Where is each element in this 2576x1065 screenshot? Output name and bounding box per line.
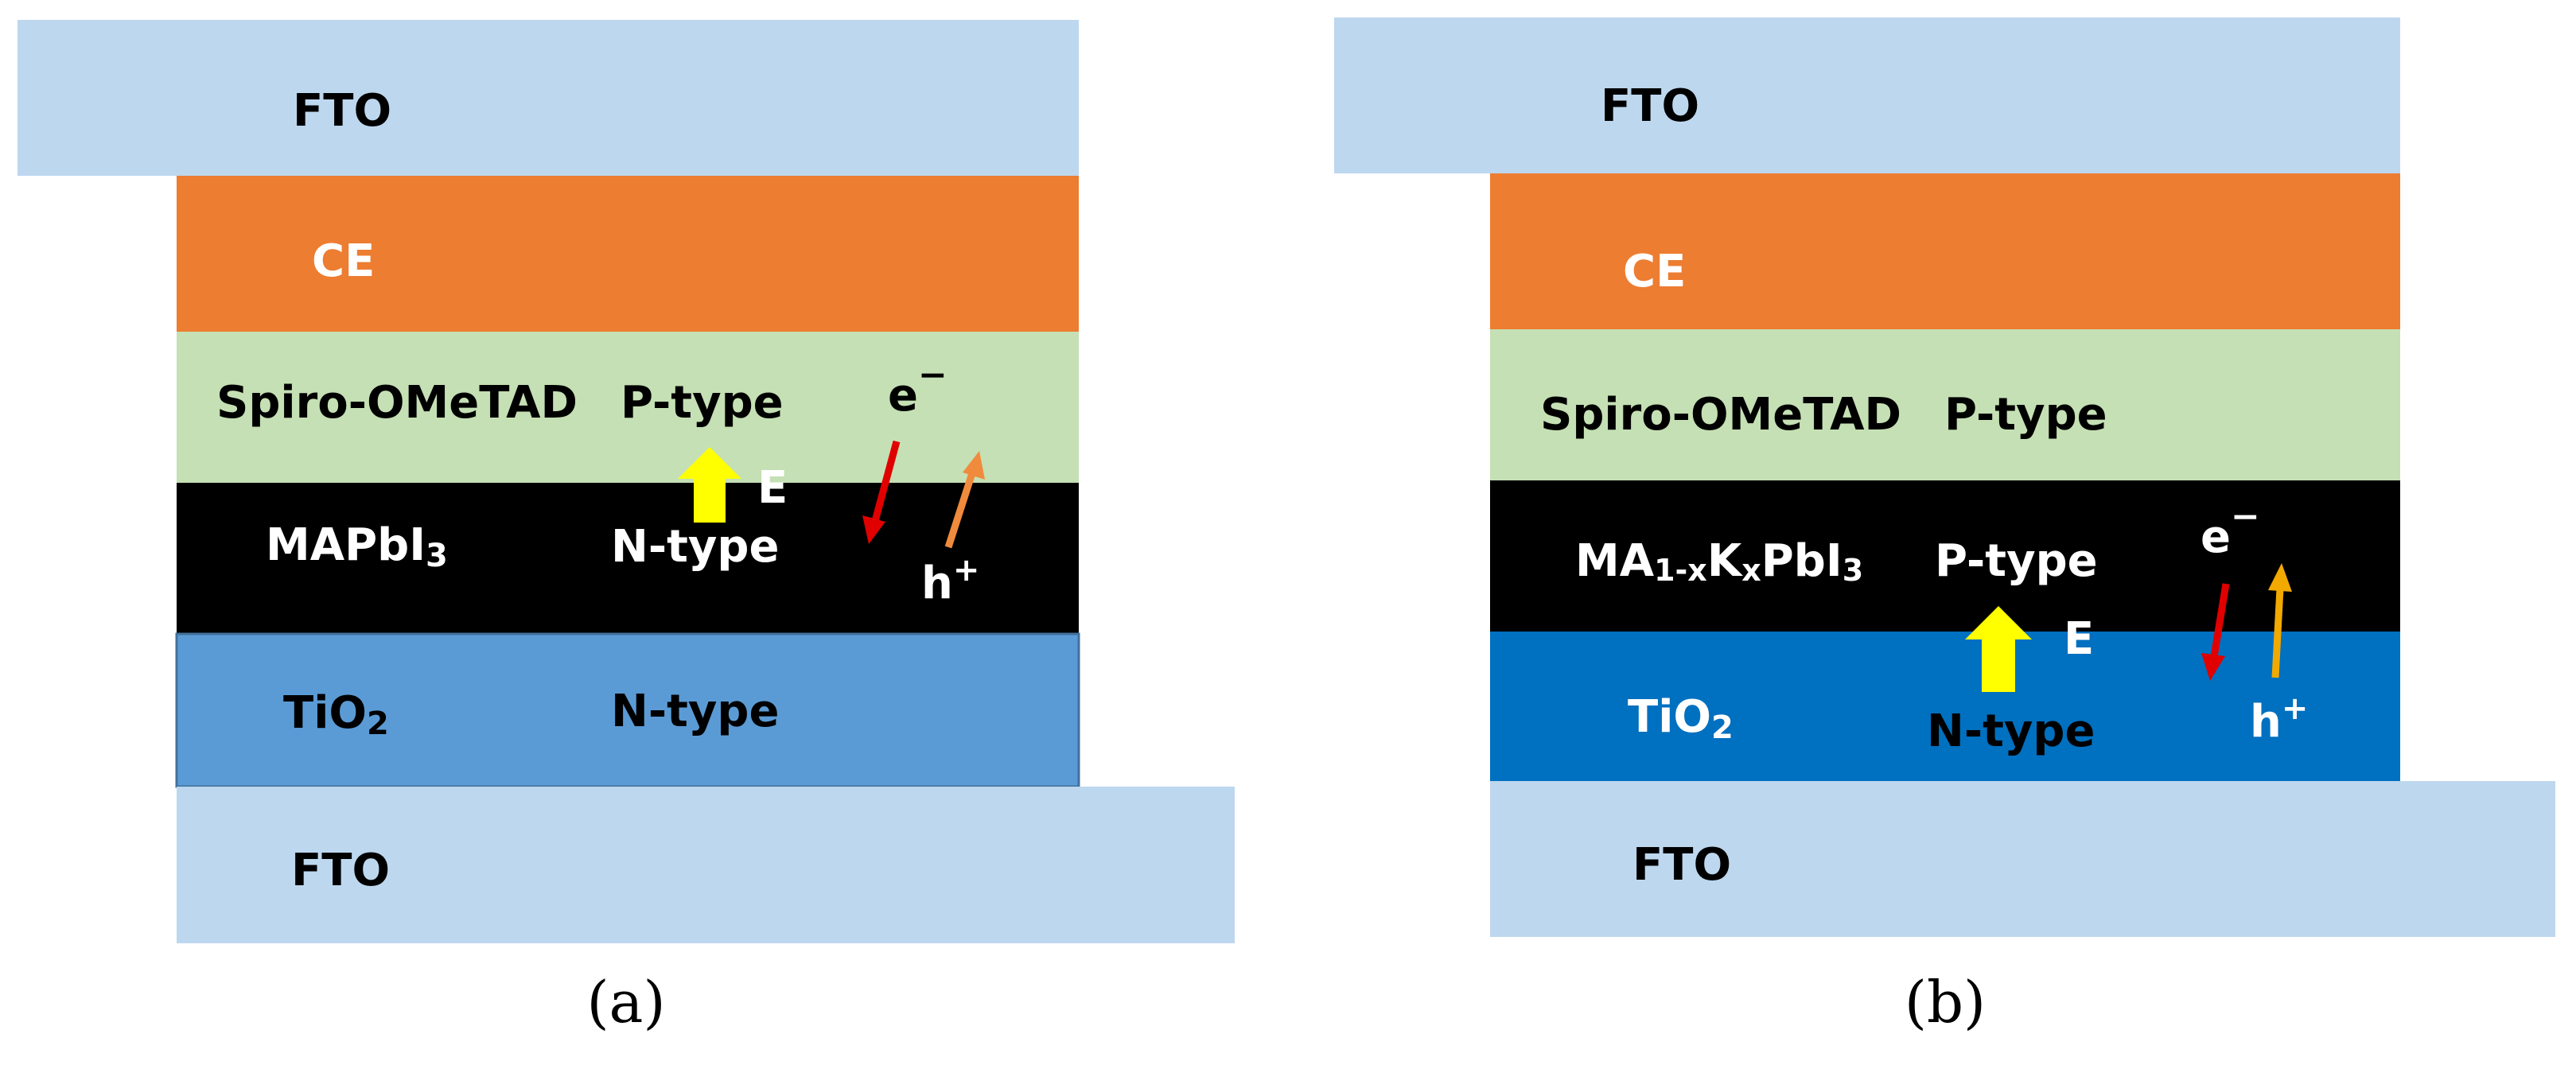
panel-b-absorber-layer	[1490, 480, 2400, 632]
panel-a-field-label: E	[757, 462, 788, 514]
panel-a-fto-bottom-layer	[177, 787, 1235, 943]
panel-b: FTO CE Spiro-OMeTAD P-type MA1-xKxPbI3 P…	[1334, 17, 2555, 1036]
panel-b-hole-arrow	[2268, 563, 2292, 678]
panel-a-fto-top-layer	[18, 20, 1079, 176]
panel-a-tio2-label: TiO2	[283, 687, 389, 742]
panel-a-absorber-layer	[177, 483, 1079, 634]
panel-b-spiro-layer	[1490, 329, 2400, 480]
panel-a-spiro-layer	[177, 332, 1079, 483]
panel-b-tio2-layer	[1490, 632, 2400, 781]
panel-b-spiro-label: Spiro-OMeTAD	[1540, 389, 1901, 441]
panel-a-tio2-layer	[175, 632, 1080, 788]
panel-a-absorber-label: MAPbI3	[266, 519, 448, 574]
panel-b-field-arrow	[1965, 606, 2032, 692]
panel-b-spiro-type-label: P-type	[1944, 389, 2107, 441]
panel-a-caption: (a)	[586, 969, 665, 1036]
panel-b-field-label: E	[2064, 613, 2094, 665]
panel-b-tio2-label: TiO2	[1628, 691, 1734, 746]
panel-b-fto-top-label: FTO	[1601, 80, 1699, 132]
panel-b-fto-bottom-layer	[1490, 781, 2555, 937]
panel-b-electron-arrow	[2201, 583, 2230, 681]
panel-b-caption: (b)	[1905, 969, 1986, 1036]
panel-b-tio2-type-label: N-type	[1927, 705, 2095, 757]
panel-a-spiro-type-label: P-type	[621, 377, 784, 429]
panel-b-fto-top-layer	[1334, 17, 2400, 173]
panel-b-hole-label: h+	[2250, 690, 2308, 748]
panel-a-ce-label: CE	[312, 235, 375, 287]
panel-b-absorber-type-label: P-type	[1935, 535, 2098, 587]
panel-b-ce-layer	[1490, 173, 2400, 329]
panel-b-ce-label: CE	[1623, 246, 1686, 297]
panel-a: FTO CE Spiro-OMeTAD P-type MAPbI3 N-type…	[18, 20, 1235, 1036]
panel-a-hole-arrow	[944, 451, 985, 549]
panel-b-electron-label: e−	[2200, 496, 2260, 563]
panel-a-field-arrow	[678, 447, 741, 523]
panel-b-fto-bottom-label: FTO	[1632, 839, 1731, 891]
panel-a-electron-label: e−	[888, 355, 948, 422]
panel-a-hole-label: h+	[921, 552, 979, 609]
panel-a-spiro-label: Spiro-OMeTAD	[216, 377, 578, 429]
panel-a-electron-arrow	[862, 440, 901, 544]
panel-a-tio2-type-label: N-type	[611, 686, 779, 737]
panel-a-fto-bottom-label: FTO	[291, 845, 390, 896]
panel-a-ce-layer	[177, 176, 1079, 332]
panel-a-fto-top-label: FTO	[293, 85, 391, 137]
panel-b-absorber-label: MA1-xKxPbI3	[1575, 535, 1863, 588]
panel-a-absorber-type-label: N-type	[611, 521, 779, 573]
